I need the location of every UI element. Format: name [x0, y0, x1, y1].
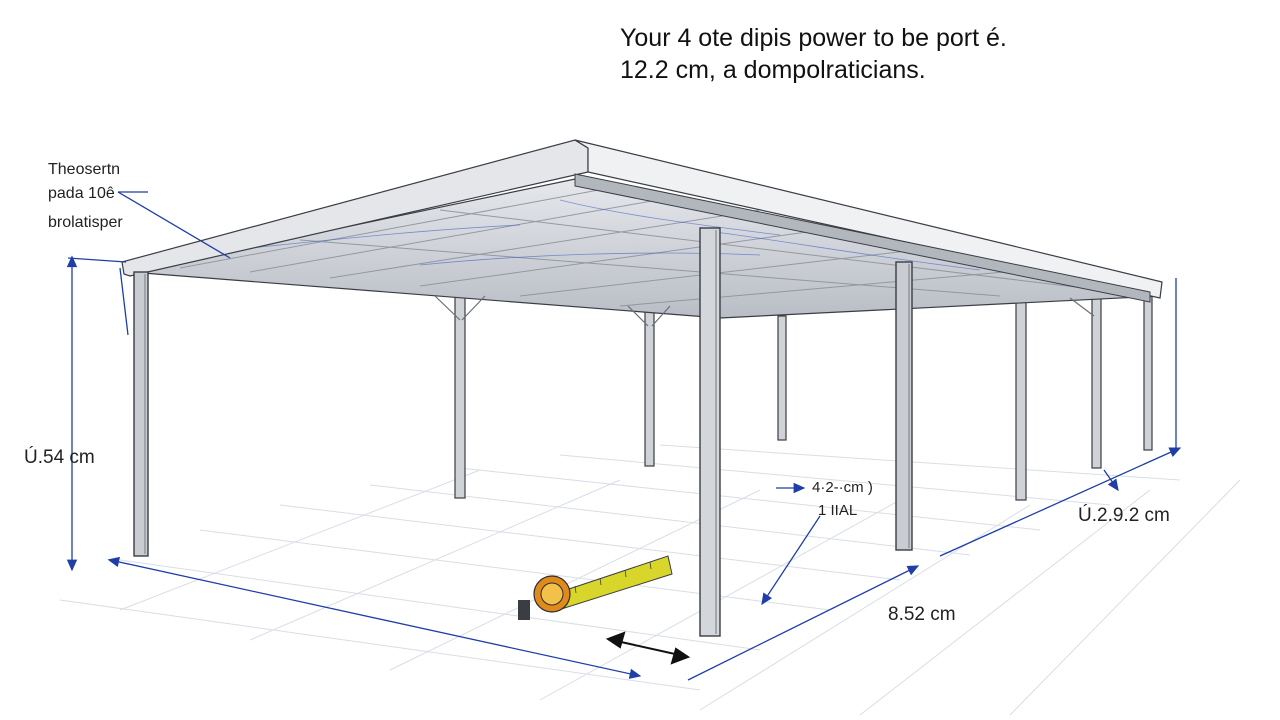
callout-leader	[117, 191, 231, 259]
column-front-left	[133, 271, 149, 557]
column-back-4	[1091, 293, 1102, 469]
dimension-height-label: Ú.54 cm	[24, 447, 95, 468]
dimension-depth-label: Ú.2.9.2 cm	[1078, 505, 1170, 526]
dim-right-depth	[939, 447, 1182, 557]
column-front-right	[895, 261, 913, 551]
column-back-2	[644, 303, 655, 467]
column-front-center	[699, 227, 721, 637]
dimension-inner-note-label: 1 IIAL	[818, 502, 858, 519]
roof	[121, 139, 1163, 319]
dimension-inner-span-label: 4·2-·cm )	[812, 479, 873, 496]
braces	[434, 295, 1095, 327]
callout-line-2: pada 10ê	[48, 185, 115, 202]
back-columns	[454, 281, 1153, 501]
header-line-2: 12.2 cm, a dompolraticians.	[620, 56, 926, 84]
front-columns	[133, 227, 913, 637]
double-arrow-icon	[605, 631, 691, 665]
front-beam	[574, 173, 1151, 303]
dim-inner-leader	[761, 515, 821, 606]
column-back-6	[1015, 281, 1027, 501]
dimension-width-label: 8.52 cm	[888, 604, 956, 625]
dim-front-width	[687, 565, 920, 681]
header-line-1: Your 4 ote dipis power to be port é.	[620, 24, 1007, 52]
column-back-1	[454, 293, 466, 499]
callout-line-1: Theosertn	[48, 161, 121, 178]
column-back-5	[1143, 295, 1153, 451]
column-back-3	[777, 315, 787, 441]
tape-measure-icon	[518, 555, 673, 620]
dimension-lines	[66, 191, 1182, 681]
callout-line-3: brolatisper	[48, 214, 123, 231]
